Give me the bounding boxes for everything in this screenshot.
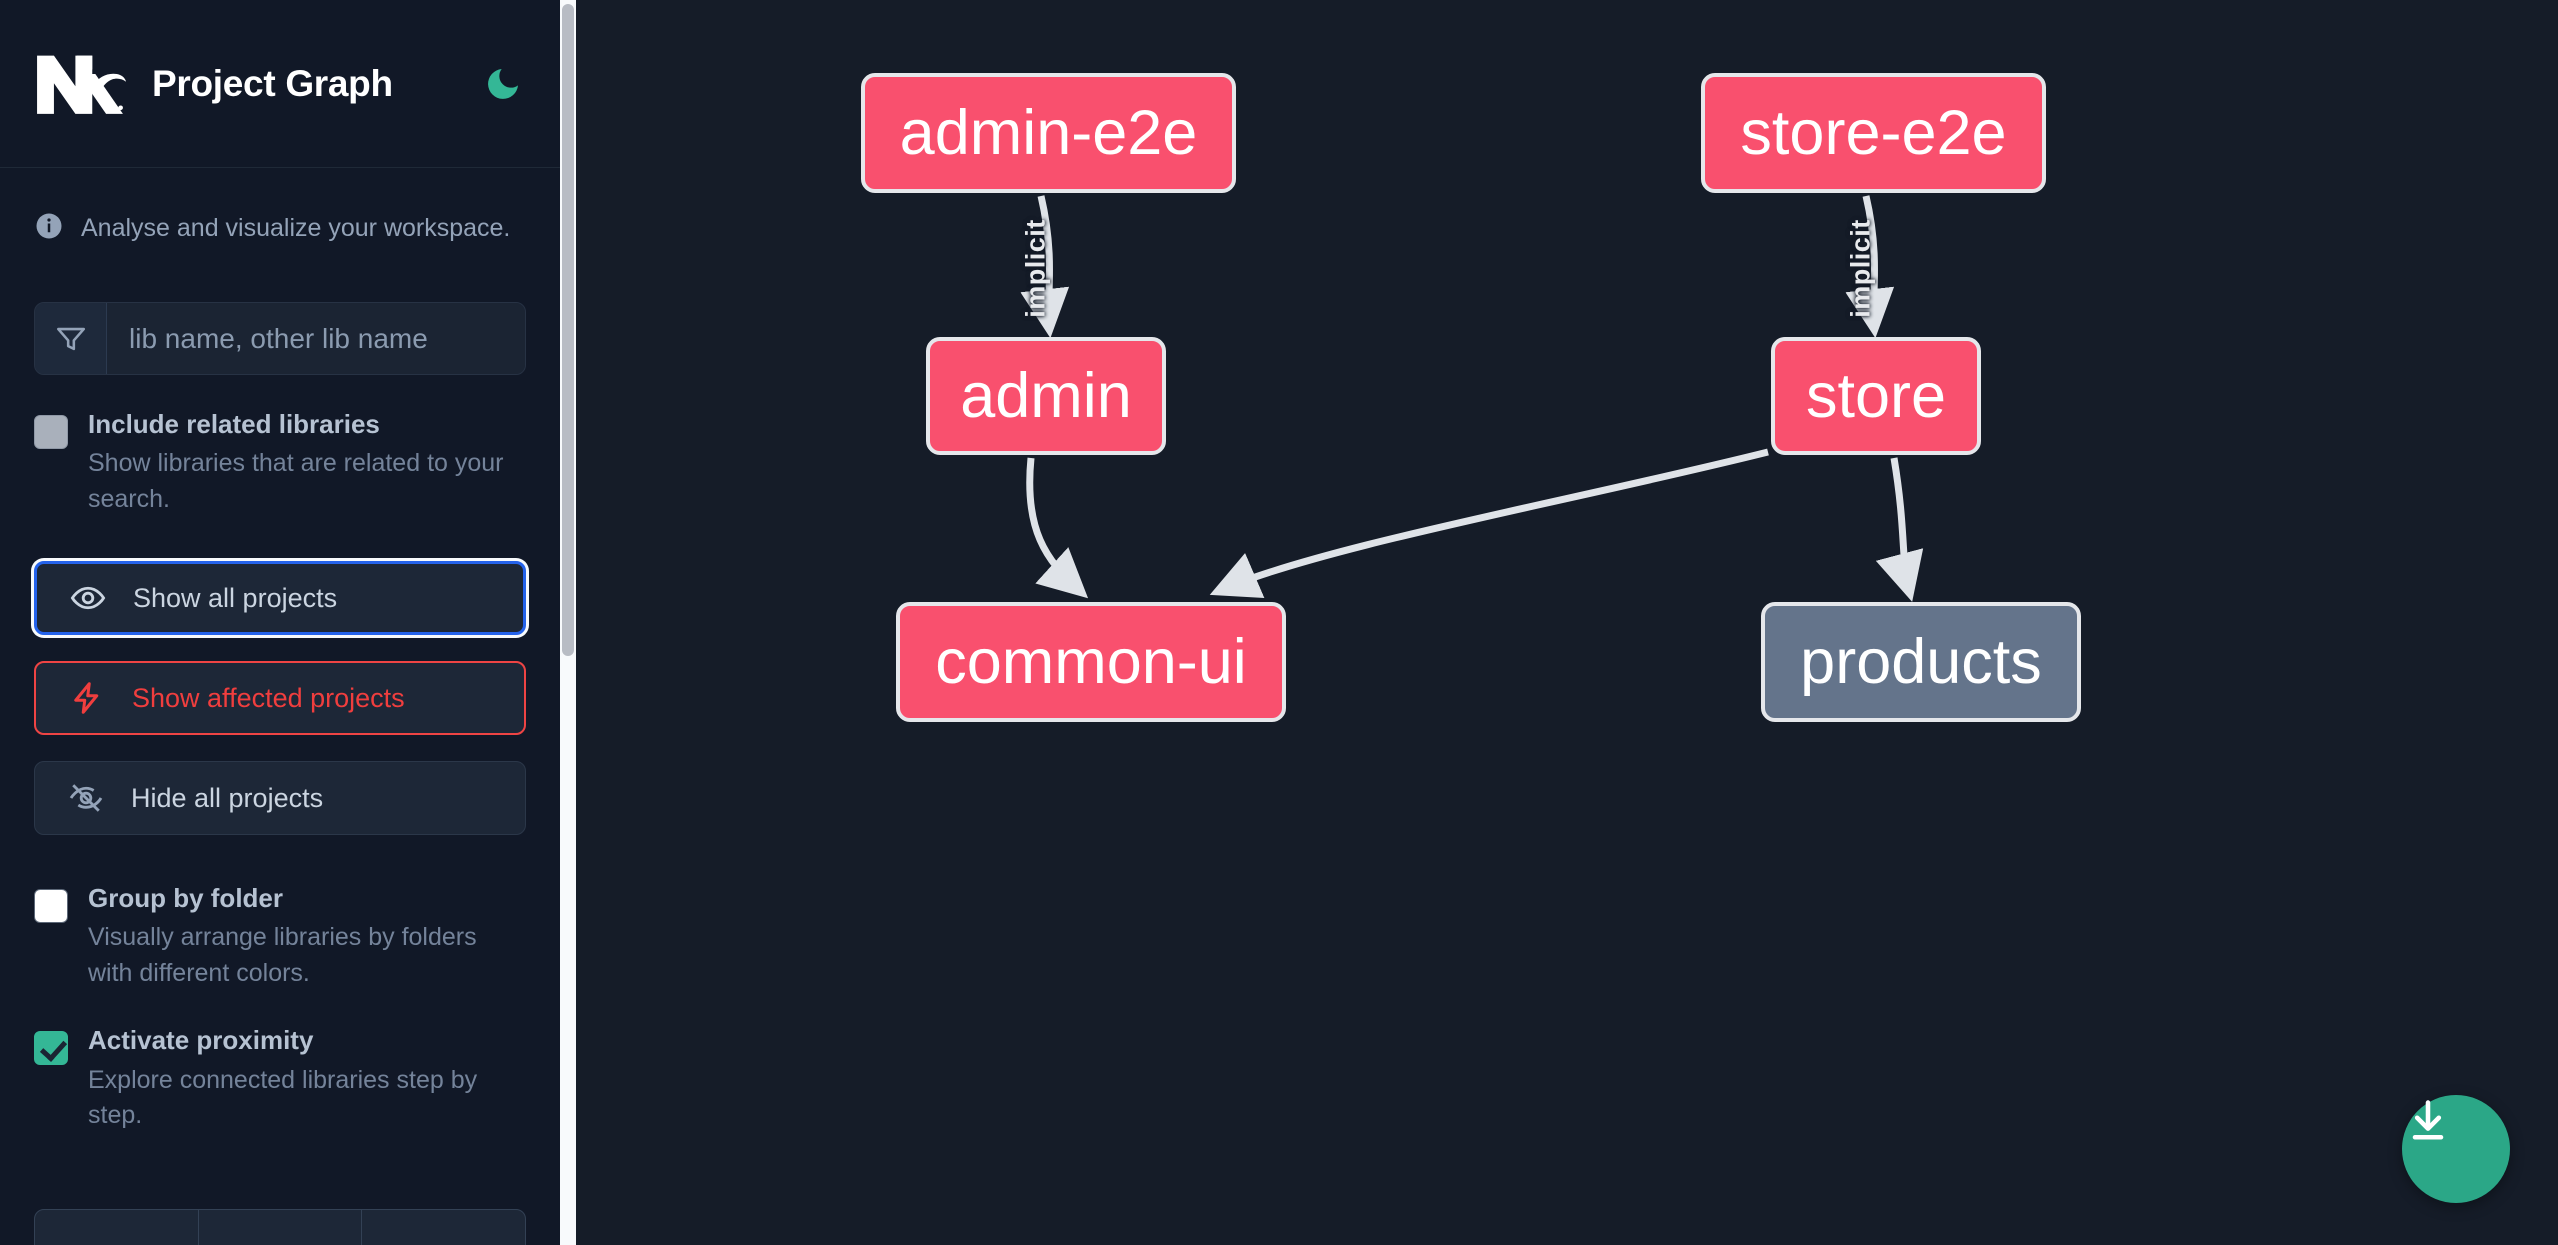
segment-3[interactable] (362, 1210, 525, 1245)
option-group-by-folder[interactable]: Group by folder Visually arrange librari… (34, 883, 526, 991)
activate-proximity-description: Explore connected libraries step by step… (88, 1065, 478, 1130)
graph-node-label: common-ui (935, 627, 1247, 697)
sidebar-body: Analyse and visualize your workspace. In… (0, 168, 560, 1245)
edge-admin-common-ui (1026, 457, 1089, 599)
download-image-button[interactable] (2402, 1095, 2510, 1203)
graph-edges (1020, 195, 1924, 602)
eye-icon (67, 577, 109, 619)
group-by-folder-checkbox[interactable] (34, 889, 68, 924)
option-activate-proximity[interactable]: Activate proximity Explore connected lib… (34, 1025, 526, 1133)
option-include-related-libraries[interactable]: Include related libraries Show libraries… (34, 409, 526, 517)
graph-node-admin[interactable]: admin (926, 337, 1166, 455)
segment-2[interactable] (199, 1210, 363, 1245)
sidebar-scrollbar-thumb[interactable] (562, 4, 574, 656)
include-related-libraries-label: Include related libraries (88, 409, 380, 439)
show-all-projects-button[interactable]: Show all projects (34, 561, 526, 636)
activate-proximity-checkbox[interactable] (34, 1031, 68, 1066)
graph-node-common-ui[interactable]: common-ui (896, 602, 1286, 722)
graph-node-label: admin-e2e (899, 98, 1198, 168)
segment-1[interactable] (35, 1210, 199, 1245)
edge-store-e2e-store (1845, 195, 1895, 339)
project-graph-canvas[interactable]: admin-e2e store-e2e admin store common-u… (576, 0, 2558, 1245)
edge-label-implicit-store: implicit (1845, 219, 1876, 318)
group-by-folder-description: Visually arrange libraries by folders wi… (88, 923, 477, 987)
edge-admin-e2e-admin (1020, 195, 1070, 339)
hide-all-projects-button[interactable]: Hide all projects (34, 761, 526, 836)
show-all-projects-label: Show all projects (133, 582, 338, 613)
activate-proximity-label: Activate proximity (88, 1025, 314, 1056)
search-bar[interactable] (34, 302, 526, 375)
graph-node-products[interactable]: products (1761, 602, 2081, 722)
graph-node-label: products (1800, 627, 2042, 697)
hide-all-projects-label: Hide all projects (131, 782, 324, 813)
sidebar: Project Graph Analyse and visualize your… (0, 0, 560, 1245)
graph-node-admin-e2e[interactable]: admin-e2e (861, 73, 1236, 193)
tagline-text: Analyse and visualize your workspace. (81, 214, 511, 242)
group-by-folder-label: Group by folder (88, 883, 283, 914)
graph-node-store-e2e[interactable]: store-e2e (1701, 73, 2046, 193)
edge-label-implicit-admin: implicit (1020, 219, 1051, 318)
show-affected-projects-label: Show affected projects (132, 682, 405, 713)
tagline: Analyse and visualize your workspace. (34, 211, 526, 246)
graph-node-store[interactable]: store (1771, 337, 1981, 455)
filter-icon (35, 303, 107, 374)
edge-store-common-ui (1209, 448, 1769, 599)
graph-node-label: store (1805, 361, 1947, 431)
include-related-libraries-checkbox[interactable] (34, 415, 68, 449)
info-icon (34, 211, 64, 246)
eye-off-icon (65, 777, 107, 819)
moon-icon[interactable] (480, 61, 526, 107)
bottom-segmented-control[interactable] (34, 1209, 526, 1245)
nx-logo (34, 51, 126, 117)
search-input[interactable] (107, 303, 525, 374)
sidebar-header: Project Graph (0, 0, 560, 168)
show-affected-projects-button[interactable]: Show affected projects (34, 661, 526, 736)
graph-node-label: store-e2e (1740, 98, 2007, 168)
graph-node-label: admin (960, 361, 1132, 431)
lightning-icon (66, 677, 108, 719)
page-title: Project Graph (152, 62, 393, 104)
include-related-libraries-description: Show libraries that are related to your … (88, 449, 504, 513)
edge-store-products (1875, 457, 1924, 602)
action-buttons: Show all projects Show affected projects (34, 561, 526, 836)
